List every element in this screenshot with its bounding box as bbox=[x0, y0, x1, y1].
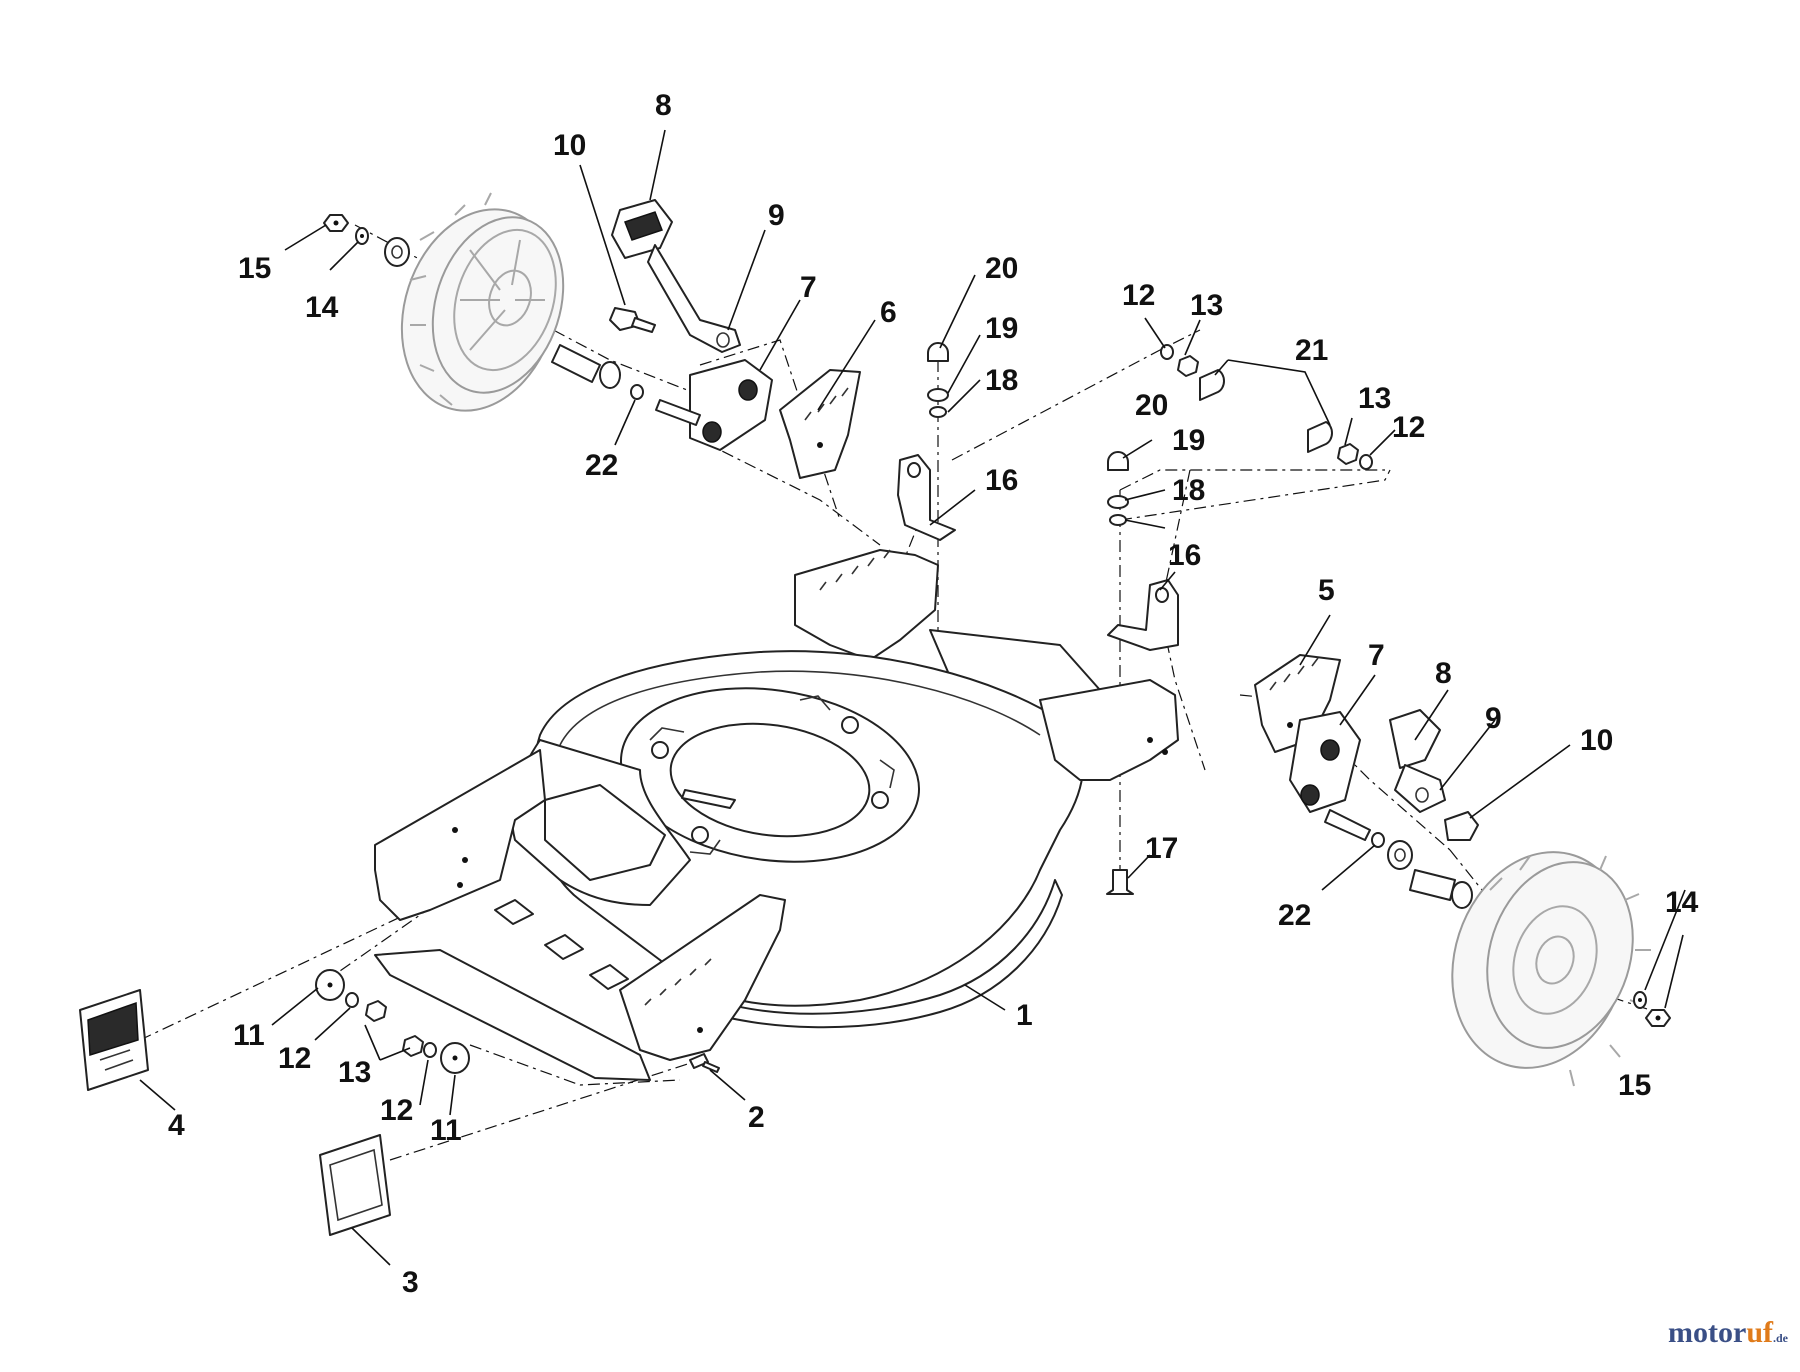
right-washer-22 bbox=[1371, 832, 1385, 848]
callout-13-front: 13 bbox=[338, 1056, 371, 1089]
right-pivot-bracket bbox=[1289, 711, 1371, 841]
front-nut-13-left bbox=[365, 1000, 387, 1022]
callout-18-left: 18 bbox=[985, 364, 1018, 397]
watermark-accent: uf bbox=[1746, 1316, 1773, 1349]
callout-12-front-left: 12 bbox=[278, 1042, 311, 1075]
callout-2: 2 bbox=[748, 1101, 765, 1134]
left-washer-14 bbox=[355, 227, 369, 245]
callout-labels: 8 10 9 15 14 7 6 20 19 18 22 16 12 13 21… bbox=[168, 89, 1699, 1299]
callout-15-left: 15 bbox=[238, 252, 271, 285]
callout-5: 5 bbox=[1318, 574, 1335, 607]
right-spacer-tube bbox=[1409, 869, 1473, 909]
callout-15-right: 15 bbox=[1618, 1069, 1651, 1102]
callout-3: 3 bbox=[402, 1266, 419, 1299]
leader-lines bbox=[139, 129, 1686, 1266]
front-cover-4 bbox=[79, 989, 149, 1091]
right-bearing bbox=[1387, 840, 1413, 870]
right-nut-15 bbox=[1645, 1009, 1671, 1027]
right-wheel bbox=[1451, 851, 1651, 1087]
left-height-lever bbox=[611, 199, 741, 353]
brand-watermark: motoruf.de bbox=[1668, 1316, 1788, 1350]
callout-8-right: 8 bbox=[1435, 657, 1452, 690]
callout-7-left: 7 bbox=[800, 271, 817, 304]
callout-11-front-left: 11 bbox=[233, 1019, 265, 1052]
callout-19-left: 19 bbox=[985, 312, 1018, 345]
callout-19-right: 19 bbox=[1172, 424, 1205, 457]
bolt-17 bbox=[1106, 869, 1134, 895]
left-pivot-bracket bbox=[655, 359, 773, 451]
left-height-plate bbox=[779, 369, 861, 479]
callout-10-right: 10 bbox=[1580, 724, 1613, 757]
left-wheel bbox=[400, 192, 565, 412]
callout-10-left: 10 bbox=[553, 129, 586, 162]
callout-12-rear-left: 12 bbox=[1122, 279, 1155, 312]
callout-21: 21 bbox=[1295, 334, 1328, 367]
callout-20-right: 20 bbox=[1135, 389, 1168, 422]
right-washer-14 bbox=[1633, 991, 1647, 1009]
callout-8-left: 8 bbox=[655, 89, 672, 122]
callout-7-right: 7 bbox=[1368, 639, 1385, 672]
callout-9-right: 9 bbox=[1485, 702, 1502, 735]
left-spacer-tube bbox=[551, 344, 621, 389]
screw-2 bbox=[689, 1053, 720, 1073]
callout-14-left: 14 bbox=[305, 291, 339, 324]
callout-22-left: 22 bbox=[585, 449, 618, 482]
callout-14-right: 14 bbox=[1665, 886, 1699, 919]
front-cover-3 bbox=[319, 1134, 391, 1236]
right-cap-stack bbox=[1107, 451, 1129, 526]
front-washer-12-right bbox=[423, 1042, 437, 1058]
watermark-brand: motor bbox=[1668, 1316, 1747, 1349]
callout-13-rear-right: 13 bbox=[1358, 382, 1391, 415]
callout-16-right: 16 bbox=[1168, 539, 1201, 572]
callout-4: 4 bbox=[168, 1109, 185, 1142]
callout-16-left: 16 bbox=[985, 464, 1018, 497]
rear-axle-right-parts bbox=[1307, 421, 1373, 470]
left-lever-bolt bbox=[609, 307, 656, 333]
callout-13-rear-left: 13 bbox=[1190, 289, 1223, 322]
callout-6: 6 bbox=[880, 296, 897, 329]
left-nut-15 bbox=[323, 214, 349, 232]
callout-17: 17 bbox=[1145, 832, 1178, 865]
right-height-lever bbox=[1389, 709, 1446, 813]
callout-22-right: 22 bbox=[1278, 899, 1311, 932]
callout-9-left: 9 bbox=[768, 199, 785, 232]
left-washer-22 bbox=[630, 384, 644, 400]
callout-18-right: 18 bbox=[1172, 474, 1205, 507]
callout-20-left: 20 bbox=[985, 252, 1018, 285]
watermark-tld: .de bbox=[1773, 1331, 1788, 1345]
mower-deck bbox=[374, 549, 1179, 1081]
front-washer-11-left bbox=[315, 969, 345, 1001]
right-pivot-post bbox=[1107, 579, 1179, 651]
front-nut-13-right bbox=[402, 1035, 424, 1057]
front-washer-11-right bbox=[440, 1042, 470, 1074]
callout-12-rear-right: 12 bbox=[1392, 411, 1425, 444]
front-washer-12-left bbox=[345, 992, 359, 1008]
left-pivot-post bbox=[897, 454, 956, 541]
callout-11-front-right: 11 bbox=[430, 1114, 462, 1147]
left-bearing bbox=[384, 237, 410, 267]
rear-axle-left-parts bbox=[1160, 344, 1225, 401]
callout-12-front-right: 12 bbox=[380, 1094, 413, 1127]
callout-1: 1 bbox=[1016, 999, 1033, 1032]
right-lever-bolt bbox=[1444, 811, 1479, 841]
